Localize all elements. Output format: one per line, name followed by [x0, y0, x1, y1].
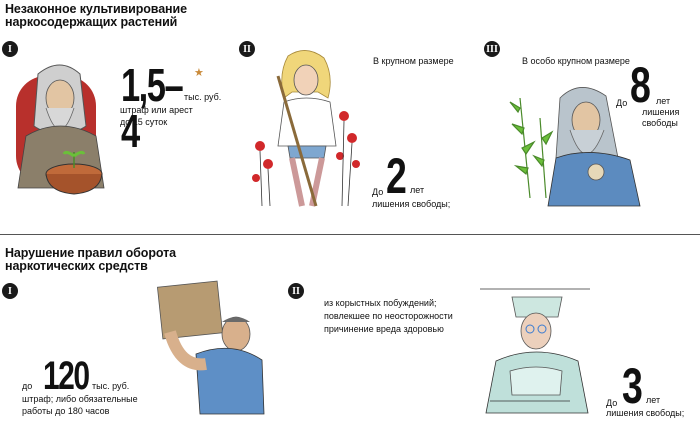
s1-c1-line2: до 15 суток — [120, 117, 168, 127]
s1-c1-unit: тыс. руб. — [184, 92, 222, 102]
s2-c2-line2: повлекшее по неосторожности — [324, 311, 453, 321]
s2-c2-prefix: До — [606, 398, 618, 408]
s1-c1-fine: 1,5–4 — [121, 59, 184, 157]
s1-c3-heading: В особо крупном размере — [522, 56, 630, 66]
man-carrying-box-illustration — [157, 280, 265, 415]
section1-title: Незаконное культивирование наркосодержащ… — [5, 3, 187, 29]
s2-c1-line1: штраф; либо обязательные — [22, 394, 138, 404]
section2-title-line2: наркотических средств — [5, 259, 148, 273]
s2-c1-prefix: до — [22, 381, 33, 391]
s1-c2-value: 2 — [386, 148, 407, 204]
roman-badge-s1-c2: II — [239, 41, 255, 57]
s1-c1-line1: штраф или арест — [120, 105, 193, 115]
section1-title-line1: Незаконное культивирование — [5, 2, 187, 16]
star-icon: ★ — [194, 67, 204, 79]
s2-c2-value: 3 — [622, 358, 643, 414]
s2-c2-line3: причинение вреда здоровью — [324, 324, 444, 334]
s2-c1-line2: работы до 180 часов — [22, 406, 110, 416]
s1-c3-line2: свободы — [642, 118, 678, 128]
s2-c2-unit: лет — [646, 395, 661, 405]
section2-title-line1: Нарушение правил оборота — [5, 246, 176, 260]
roman-badge-s1-c1: I — [2, 41, 18, 57]
section2-title: Нарушение правил оборота наркотических с… — [5, 247, 176, 273]
old-man-smoking-illustration — [509, 87, 641, 207]
s2-c2-line4: лишения свободы; — [606, 408, 685, 418]
woman-with-hoe-illustration — [252, 50, 360, 207]
s2-c1-unit: тыс. руб. — [92, 381, 130, 391]
s1-c2-unit: лет — [410, 185, 425, 195]
section-divider — [0, 234, 700, 235]
s1-c3-line1: лишения — [642, 107, 680, 117]
roman-badge-s2-c2: II — [288, 283, 304, 299]
s1-c3-value: 8 — [630, 57, 651, 113]
s1-c3-unit: лет — [656, 96, 671, 106]
s1-c2-heading: В крупном размере — [373, 56, 454, 66]
roman-badge-s1-c3: III — [484, 41, 500, 57]
s2-c2-line1: из корыстных побуждений; — [324, 298, 437, 308]
s1-c2-line1: лишения свободы; — [372, 199, 451, 209]
nurse-with-cup-illustration — [480, 288, 590, 414]
section1-title-line2: наркосодержащих растений — [5, 15, 178, 29]
old-man-with-pot-illustration — [16, 64, 105, 195]
s1-c1-value: 1,5–4 — [121, 59, 184, 157]
roman-badge-s2-c1: I — [2, 283, 18, 299]
s1-c2-prefix: До — [372, 187, 384, 197]
s1-c3-prefix: До — [616, 98, 628, 108]
s2-c1-value: 120 — [43, 354, 90, 398]
